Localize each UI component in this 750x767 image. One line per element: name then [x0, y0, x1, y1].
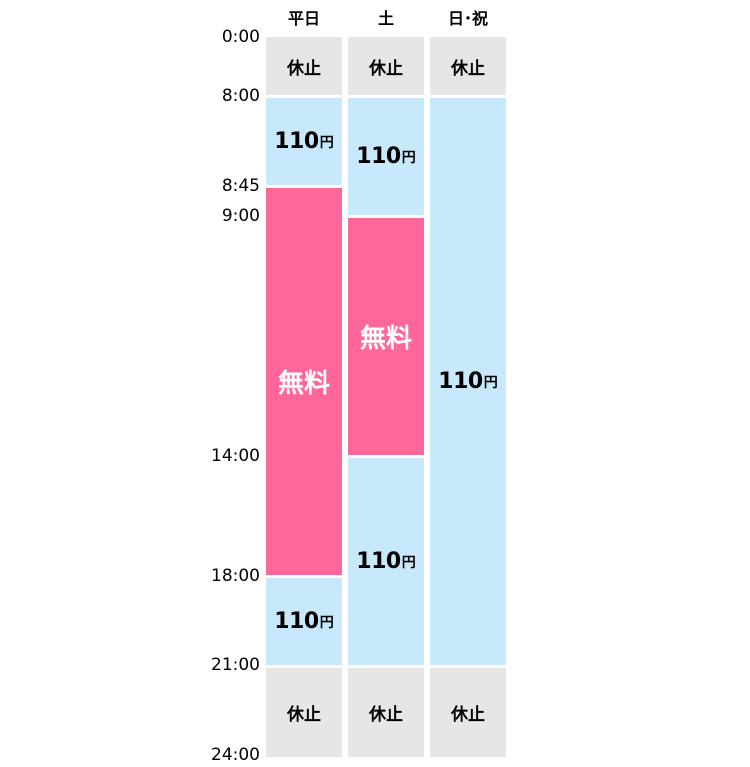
column-header-saturday: 土	[377, 9, 394, 28]
time-label-2400: 24:00	[211, 745, 260, 765]
fare-unit: 円	[401, 149, 416, 166]
fare-unit: 円	[401, 554, 416, 571]
closed-label: 休止	[369, 705, 403, 725]
holiday-closed-morning: 休止	[430, 37, 506, 95]
free-label: 無料	[277, 369, 330, 399]
fare-unit: 円	[319, 134, 334, 151]
closed-label: 休止	[287, 705, 321, 725]
time-label-0845: 8:45	[221, 176, 260, 196]
fare-amount: 110	[274, 129, 319, 154]
weekday-free: 無料	[266, 188, 342, 575]
time-label-0900: 9:00	[221, 206, 260, 226]
closed-label: 休止	[287, 58, 321, 79]
saturday-closed-night: 休止	[348, 668, 424, 757]
free-label: 無料	[359, 324, 412, 354]
fare-amount: 110	[356, 144, 401, 169]
fare-unit: 円	[319, 614, 334, 631]
saturday-closed-morning: 休止	[348, 37, 424, 95]
closed-label: 休止	[451, 58, 485, 79]
time-label-0800: 8:00	[221, 86, 260, 106]
time-label-1800: 18:00	[211, 566, 260, 586]
time-label-2100: 21:00	[211, 655, 260, 675]
weekday-closed-morning: 休止	[266, 37, 342, 95]
saturday-free: 無料	[348, 218, 424, 455]
time-label-0000: 0:00	[221, 27, 260, 47]
fare-unit: 円	[483, 374, 498, 391]
column-header-holiday: 日･祝	[447, 9, 488, 28]
fare-amount: 110	[356, 549, 401, 574]
holiday-closed-night: 休止	[430, 668, 506, 757]
closed-label: 休止	[451, 705, 485, 725]
fare-amount: 110	[274, 609, 319, 634]
fare-amount: 110	[438, 369, 483, 394]
closed-label: 休止	[369, 58, 403, 79]
time-label-1400: 14:00	[211, 446, 260, 466]
column-header-weekday: 平日	[287, 9, 320, 28]
weekday-closed-night: 休止	[266, 668, 342, 757]
